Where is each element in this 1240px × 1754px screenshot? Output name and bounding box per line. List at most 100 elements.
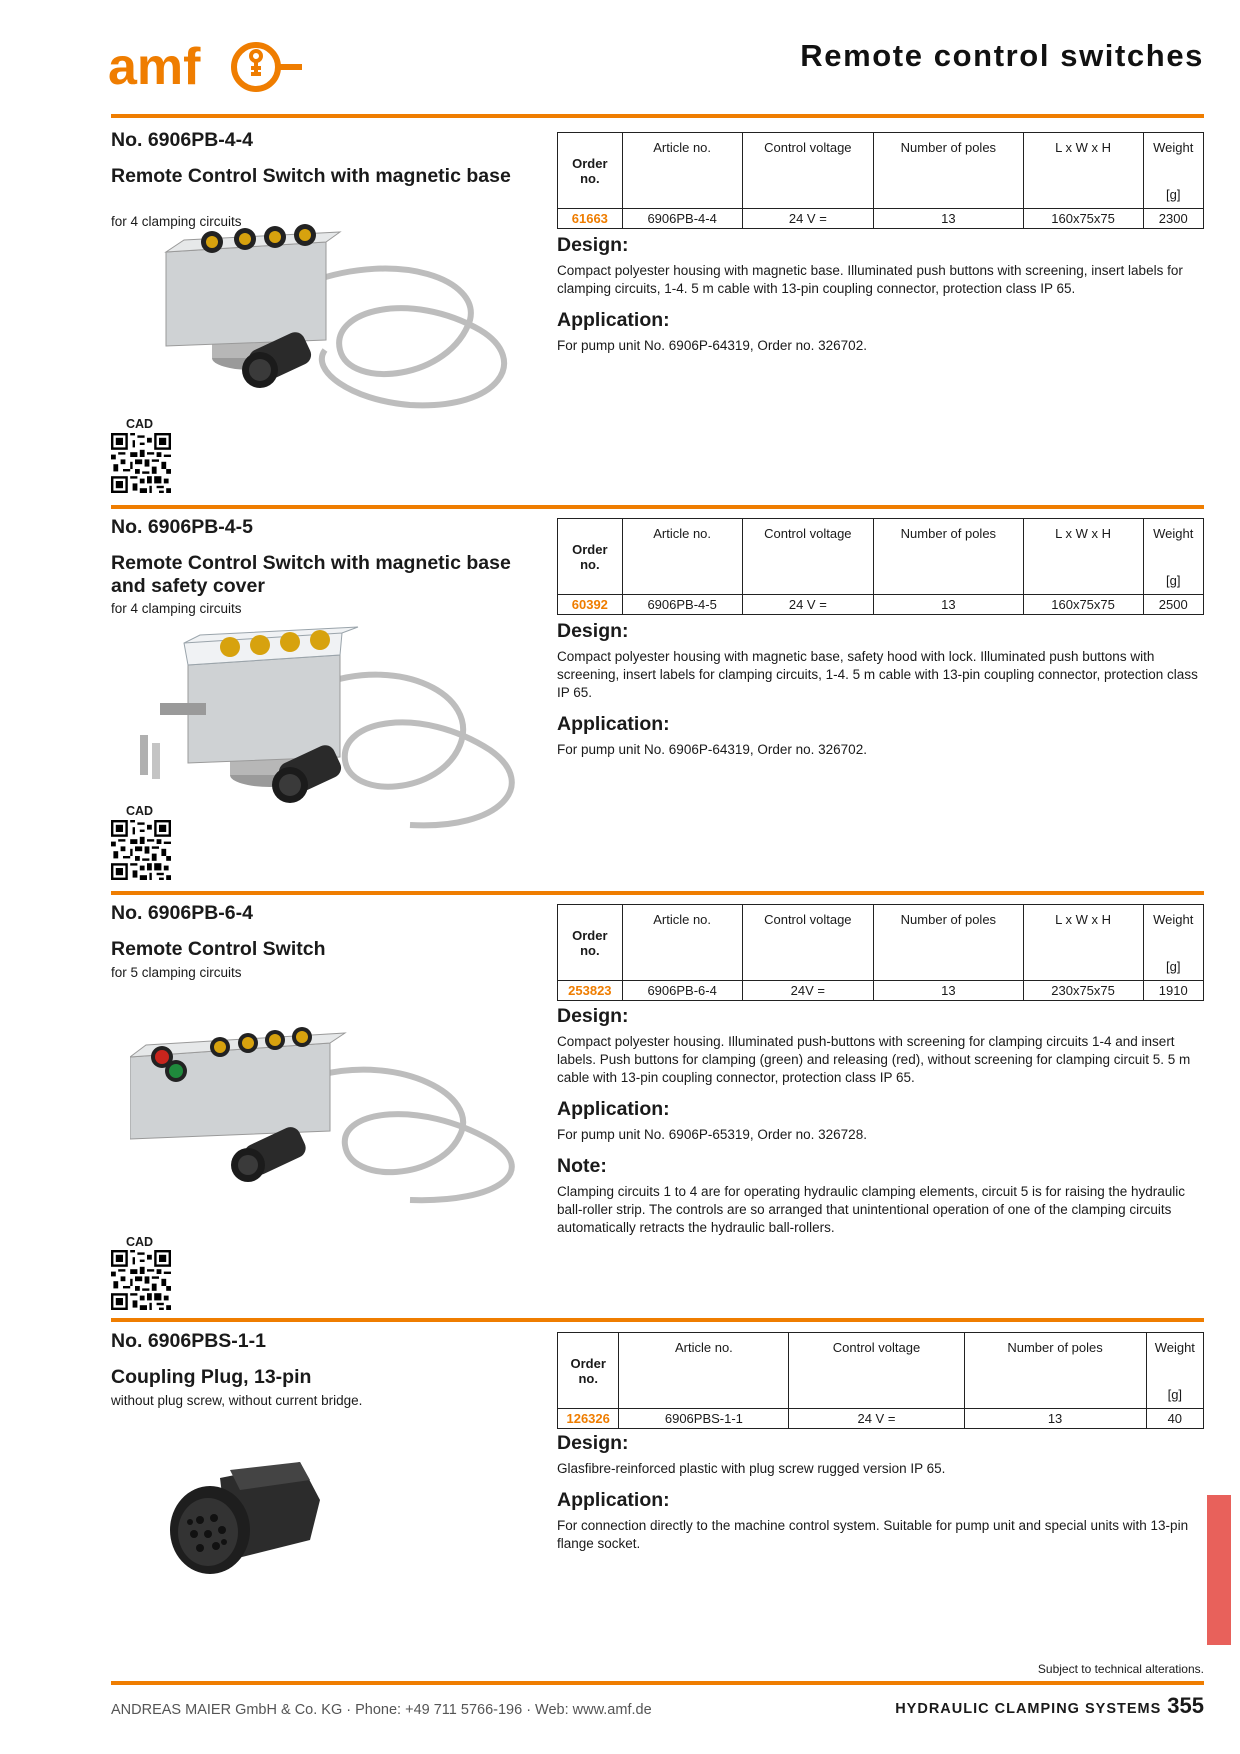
table-row: 61663 6906PB-4-4 24 V = 13 160x75x75 230… [557,208,1205,229]
application-heading: Application: [557,1098,670,1120]
dimensions: 230x75x75 [1022,980,1144,1001]
product-number: No. 6906PB-4-5 [111,516,253,538]
control-voltage: 24 V = [741,594,875,615]
remote-switch-cover-image [140,626,515,829]
table-row: 60392 6906PB-4-5 24 V = 13 160x75x75 250… [557,594,1205,615]
product-number: No. 6906PB-6-4 [111,902,253,924]
spec-table: Order no. Article no. Control voltage Nu… [557,132,1205,229]
weight: 1910 [1142,980,1205,1001]
col-voltage: Control voltage [741,904,875,981]
col-order: Order no. [557,904,623,981]
col-article: Article no. [618,1332,790,1409]
page-title: Remote control switches [800,38,1204,73]
design-text: Glasfibre-reinforced plastic with plug s… [557,1461,946,1476]
order-number-link[interactable]: 60392 [557,594,623,615]
product-subtitle: without plug screw, without current brid… [111,1393,363,1408]
col-voltage: Control voltage [788,1332,965,1409]
qr-code-icon[interactable] [111,820,171,880]
product-subtitle: for 4 clamping circuits [111,601,242,616]
chapter-tab[interactable] [1207,1495,1231,1645]
weight-unit: [g] [1166,187,1181,202]
number-of-poles: 13 [873,208,1024,229]
col-order: Order no. [557,518,623,595]
disclaimer: Subject to technical alterations. [1037,1662,1204,1676]
spec-table: Order no. Article no. Control voltage Nu… [557,518,1205,615]
cad-label: CAD [126,804,154,818]
order-number-link[interactable]: 61663 [557,208,623,229]
design-text: Compact polyester housing with magnetic … [557,649,1198,700]
note-text: Clamping circuits 1 to 4 are for operati… [557,1184,1186,1235]
col-voltage: Control voltage [741,132,875,209]
product-subtitle: for 4 clamping circuits [111,214,242,229]
footer-system: HYDRAULIC CLAMPING SYSTEMS [895,1701,1162,1717]
weight: 2300 [1142,208,1205,229]
col-poles: Number of poles [873,518,1024,595]
number-of-poles: 13 [873,594,1024,615]
col-order: Order no. [556,1332,620,1409]
col-dims: L x W x H [1022,904,1144,981]
qr-code-icon[interactable] [111,1250,171,1310]
product-name: Remote Control Switch with magnetic base… [111,552,511,597]
number-of-poles: 13 [873,980,1024,1001]
col-article: Article no. [621,132,743,209]
control-voltage: 24 V = [788,1408,965,1429]
footer-divider [111,1681,1204,1685]
dimensions: 160x75x75 [1022,208,1144,229]
coupling-plug-image [170,1462,320,1574]
amf-logo: amf [108,38,302,96]
spec-table: Order no. Article no. Control voltage Nu… [557,904,1205,1001]
article-number: 6906PB-6-4 [621,980,743,1001]
note-heading: Note: [557,1155,607,1177]
col-voltage: Control voltage [741,518,875,595]
section-divider [111,891,1204,895]
weight-unit: [g] [1166,573,1181,588]
application-text: For pump unit No. 6906P-64319, Order no.… [557,338,867,353]
order-number-link[interactable]: 126326 [556,1408,620,1429]
article-number: 6906PBS-1-1 [618,1408,790,1429]
product-name: Coupling Plug, 13-pin [111,1366,312,1388]
weight: 2500 [1142,594,1205,615]
article-number: 6906PB-4-5 [621,594,743,615]
weight: 40 [1145,1408,1205,1429]
col-weight: Weight [1153,526,1194,541]
table-row: 253823 6906PB-6-4 24V = 13 230x75x75 191… [557,980,1205,1001]
section-divider [111,114,1204,118]
qr-code-icon[interactable] [111,433,171,493]
product-subtitle: for 5 clamping circuits [111,965,242,980]
design-text: Compact polyester housing. Illuminated p… [557,1034,1191,1085]
number-of-poles: 13 [963,1408,1147,1429]
order-number-link[interactable]: 253823 [557,980,623,1001]
col-article: Article no. [621,904,743,981]
dimensions: 160x75x75 [1022,594,1144,615]
col-poles: Number of poles [873,132,1024,209]
col-dims: L x W x H [1022,518,1144,595]
spec-table: Order no. Article no. Control voltage Nu… [556,1332,1205,1429]
article-number: 6906PB-4-4 [621,208,743,229]
col-poles: Number of poles [963,1332,1147,1409]
col-weight: Weight [1154,1340,1195,1355]
product-number: No. 6906PBS-1-1 [111,1330,266,1352]
application-heading: Application: [557,1489,670,1511]
control-voltage: 24V = [741,980,875,1001]
application-heading: Application: [557,713,670,735]
product-name: Remote Control Switch [111,938,326,960]
col-dims: L x W x H [1022,132,1144,209]
application-text: For connection directly to the machine c… [557,1518,1189,1551]
table-row: 126326 6906PBS-1-1 24 V = 13 40 [556,1408,1205,1429]
remote-switch-image [164,224,508,409]
weight-unit: [g] [1166,959,1181,974]
design-text: Compact polyester housing with magnetic … [557,263,1183,296]
section-divider [111,505,1204,509]
cad-label: CAD [126,1235,154,1249]
col-poles: Number of poles [873,904,1024,981]
section-divider [111,1318,1204,1322]
application-text: For pump unit No. 6906P-64319, Order no.… [557,742,867,757]
design-heading: Design: [557,234,629,256]
col-weight: Weight [1153,140,1194,155]
design-heading: Design: [557,1005,629,1027]
col-weight: Weight [1153,912,1194,927]
col-article: Article no. [621,518,743,595]
cad-label: CAD [126,417,154,431]
design-heading: Design: [557,1432,629,1454]
